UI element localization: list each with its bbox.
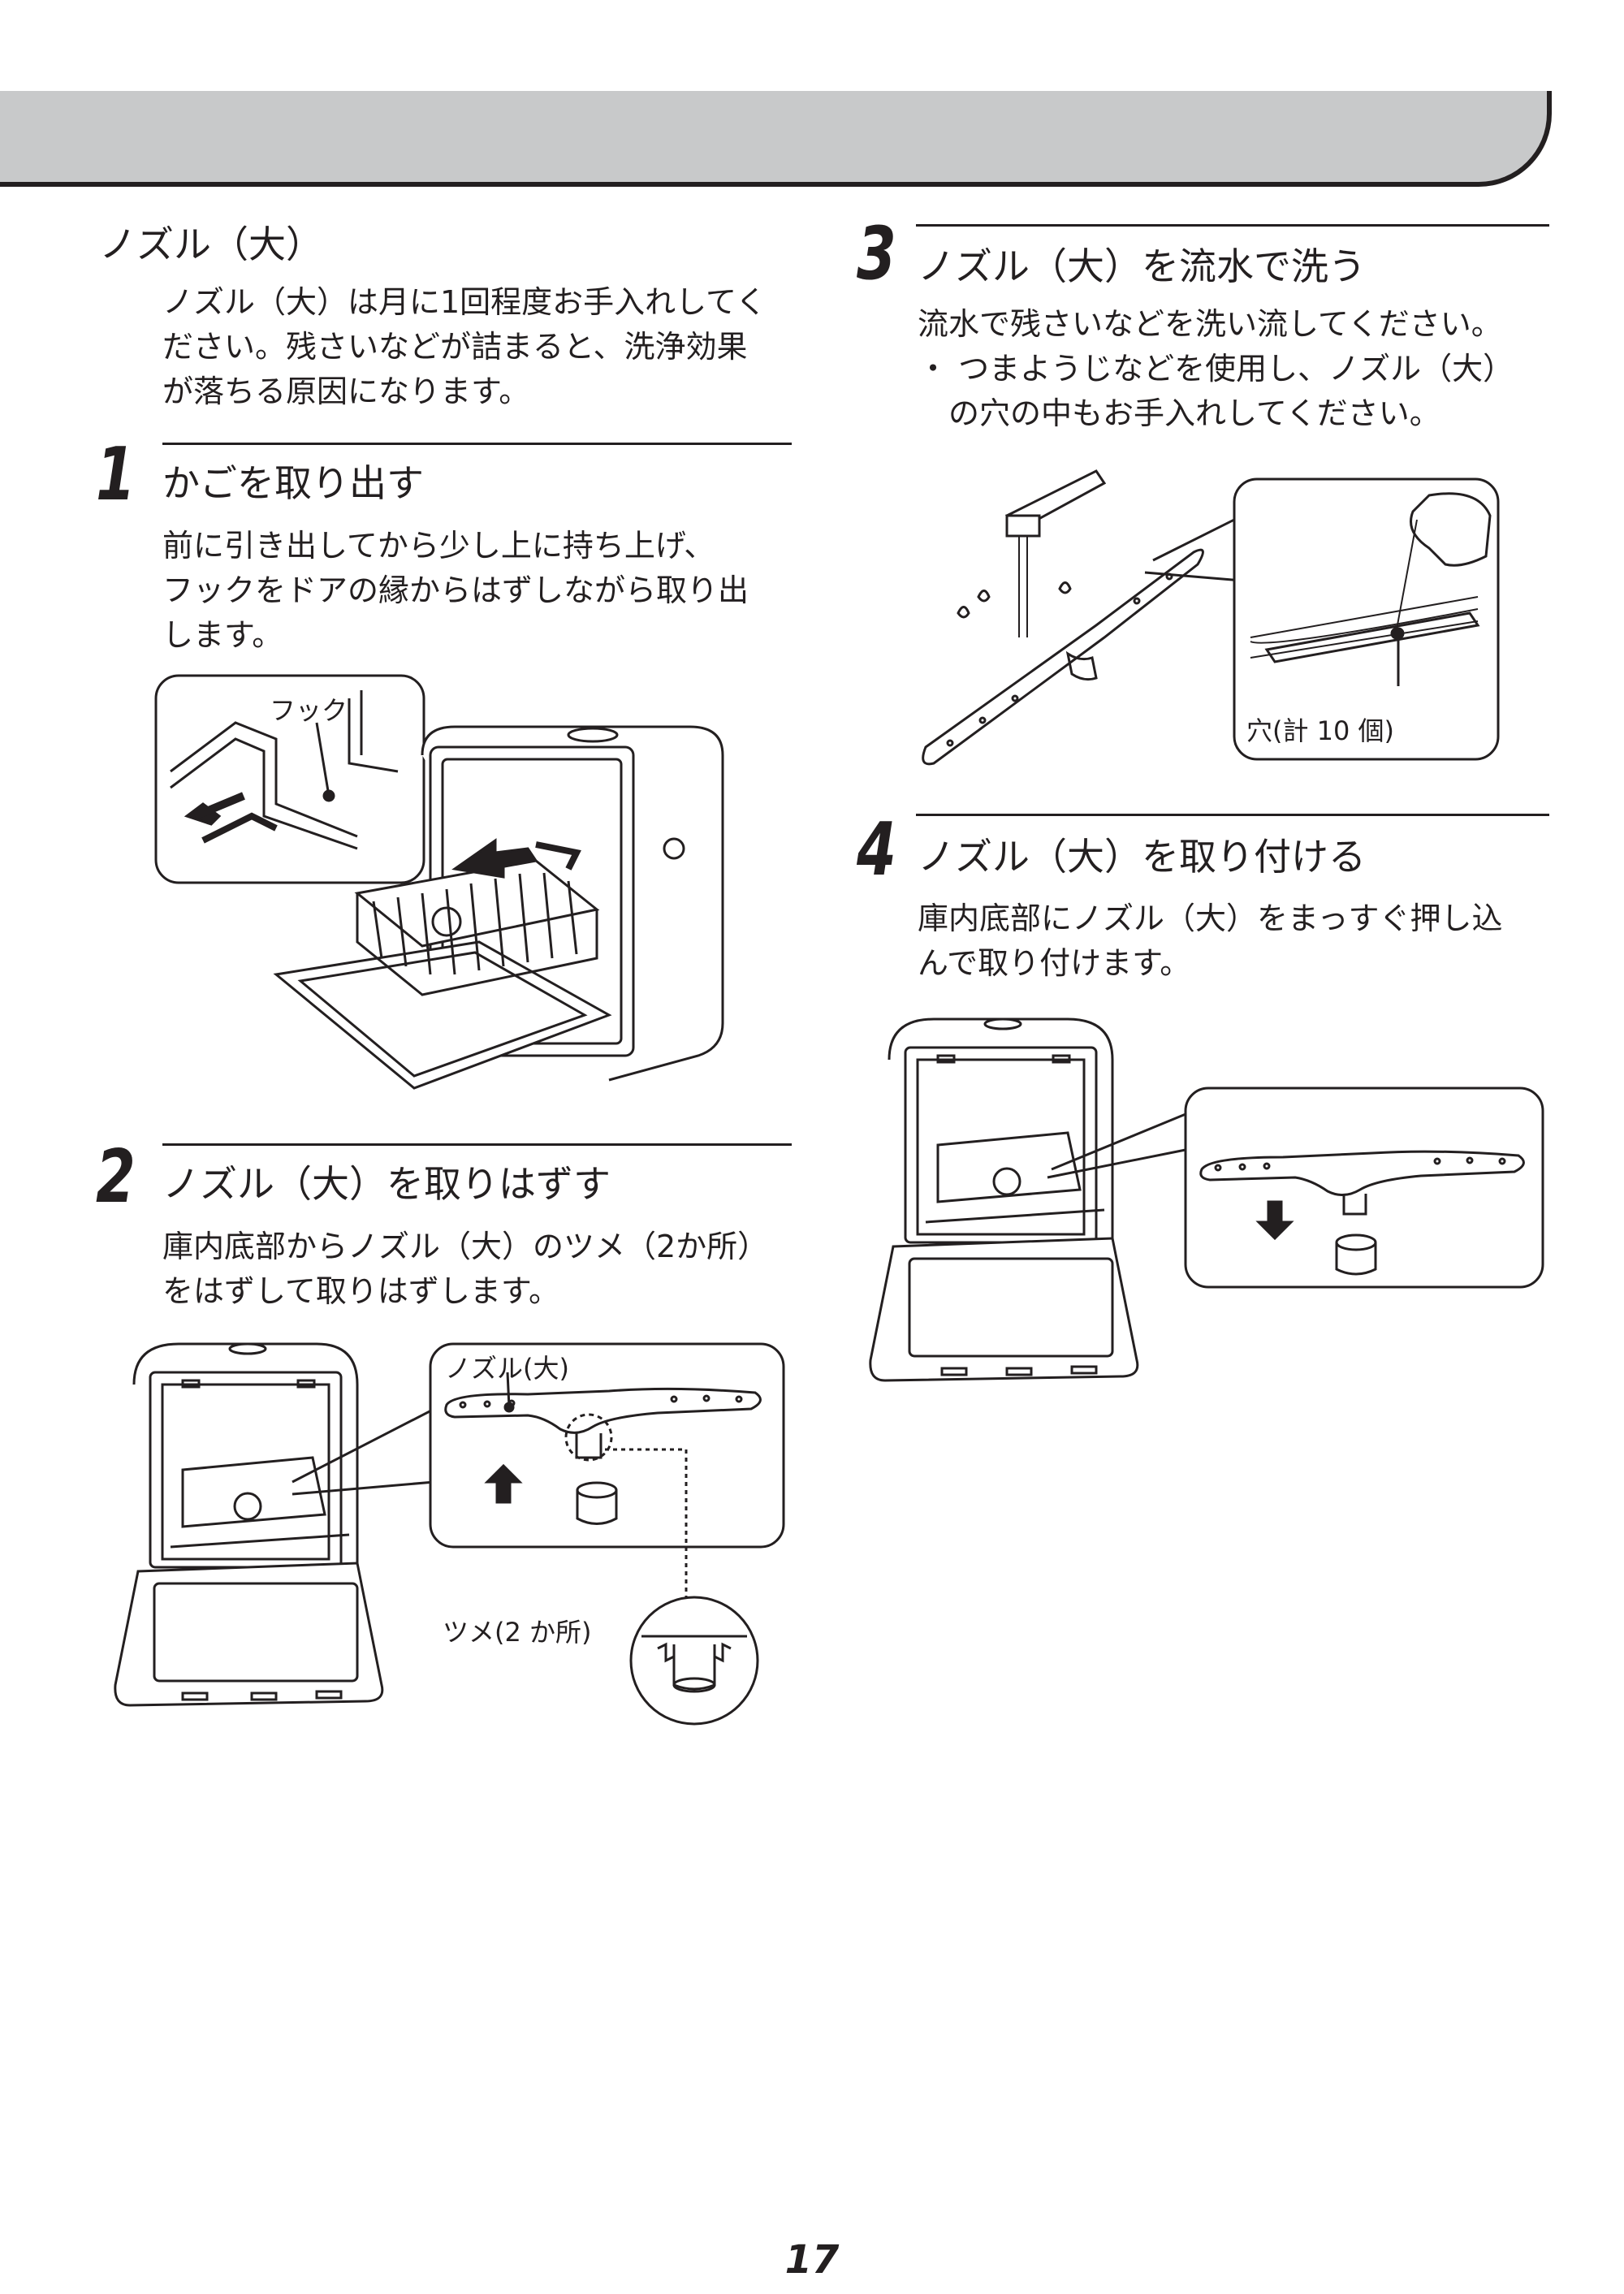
step-3-number: 3: [857, 211, 896, 296]
step-1-rule: [162, 443, 792, 445]
step-1-illustration: [154, 674, 739, 1112]
step-4-number: 4: [857, 807, 896, 892]
step-4-rule: [916, 814, 1549, 816]
step-2-number: 2: [96, 1134, 136, 1220]
step-2-illustration: [106, 1336, 788, 1726]
tabs-label: ツメ(2 か所): [443, 1617, 592, 1648]
header-band: [0, 91, 1552, 187]
step-2-rule: [162, 1143, 792, 1146]
section-title: ノズル（大）: [99, 222, 323, 266]
hook-label: フック: [270, 695, 348, 726]
nozzle-label: ノズル(大): [445, 1353, 569, 1384]
holes-label: 穴(計 10 個): [1246, 715, 1395, 746]
step-4-body: 庫内底部にノズル（大）をまっすぐ押し込 んで取り付けます。: [918, 901, 1503, 981]
step-4-illustration: [869, 1011, 1551, 1385]
step-2-body: 庫内底部からノズル（大）のツメ（2か所） をはずして取りはずします。: [162, 1229, 769, 1309]
step-3-illustration: [909, 467, 1502, 767]
step-1-number: 1: [96, 432, 136, 517]
step-1-body: 前に引き出してから少し上に持ち上げ、 フックをドアの縁からはずしながら取り出 し…: [162, 528, 749, 653]
step-4-title: ノズル（大）を取り付ける: [918, 835, 1366, 879]
step-3-rule: [916, 224, 1549, 227]
step-2-title: ノズル（大）を取りはずす: [162, 1162, 611, 1206]
section-intro: ノズル（大）は月に1回程度お手入れしてく ださい。残さいなどが詰まると、洗浄効果…: [162, 284, 767, 409]
page-number: 17: [784, 2237, 840, 2283]
step-3-title: ノズル（大）を流水で洗う: [918, 244, 1366, 288]
step-3-body: 流水で残さいなどを洗い流してください。 ・ つまようじなどを使用し、ノズル（大）…: [918, 306, 1514, 431]
step-1-title: かごを取り出す: [162, 461, 424, 505]
